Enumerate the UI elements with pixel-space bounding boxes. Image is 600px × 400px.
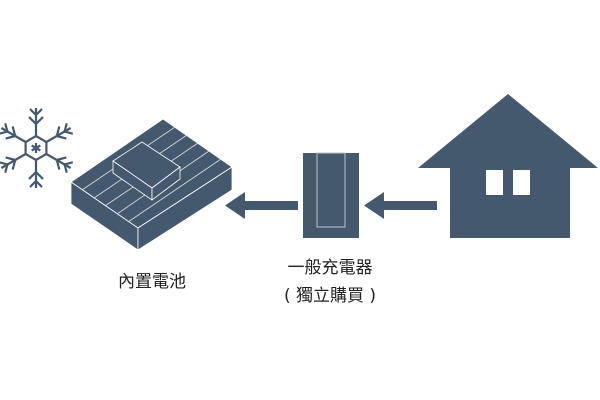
charger-note: ( 獨立購買 ) [283, 286, 377, 306]
house-icon [418, 94, 598, 238]
arrow-left-icon [225, 192, 298, 219]
charger-icon [303, 152, 359, 238]
snowflake-icon [0, 108, 76, 190]
charger-label: 一般充電器 [287, 258, 373, 278]
battery-label: 內置電池 [118, 272, 186, 292]
battery-icon [70, 118, 233, 251]
arrow-left-icon [364, 192, 437, 219]
